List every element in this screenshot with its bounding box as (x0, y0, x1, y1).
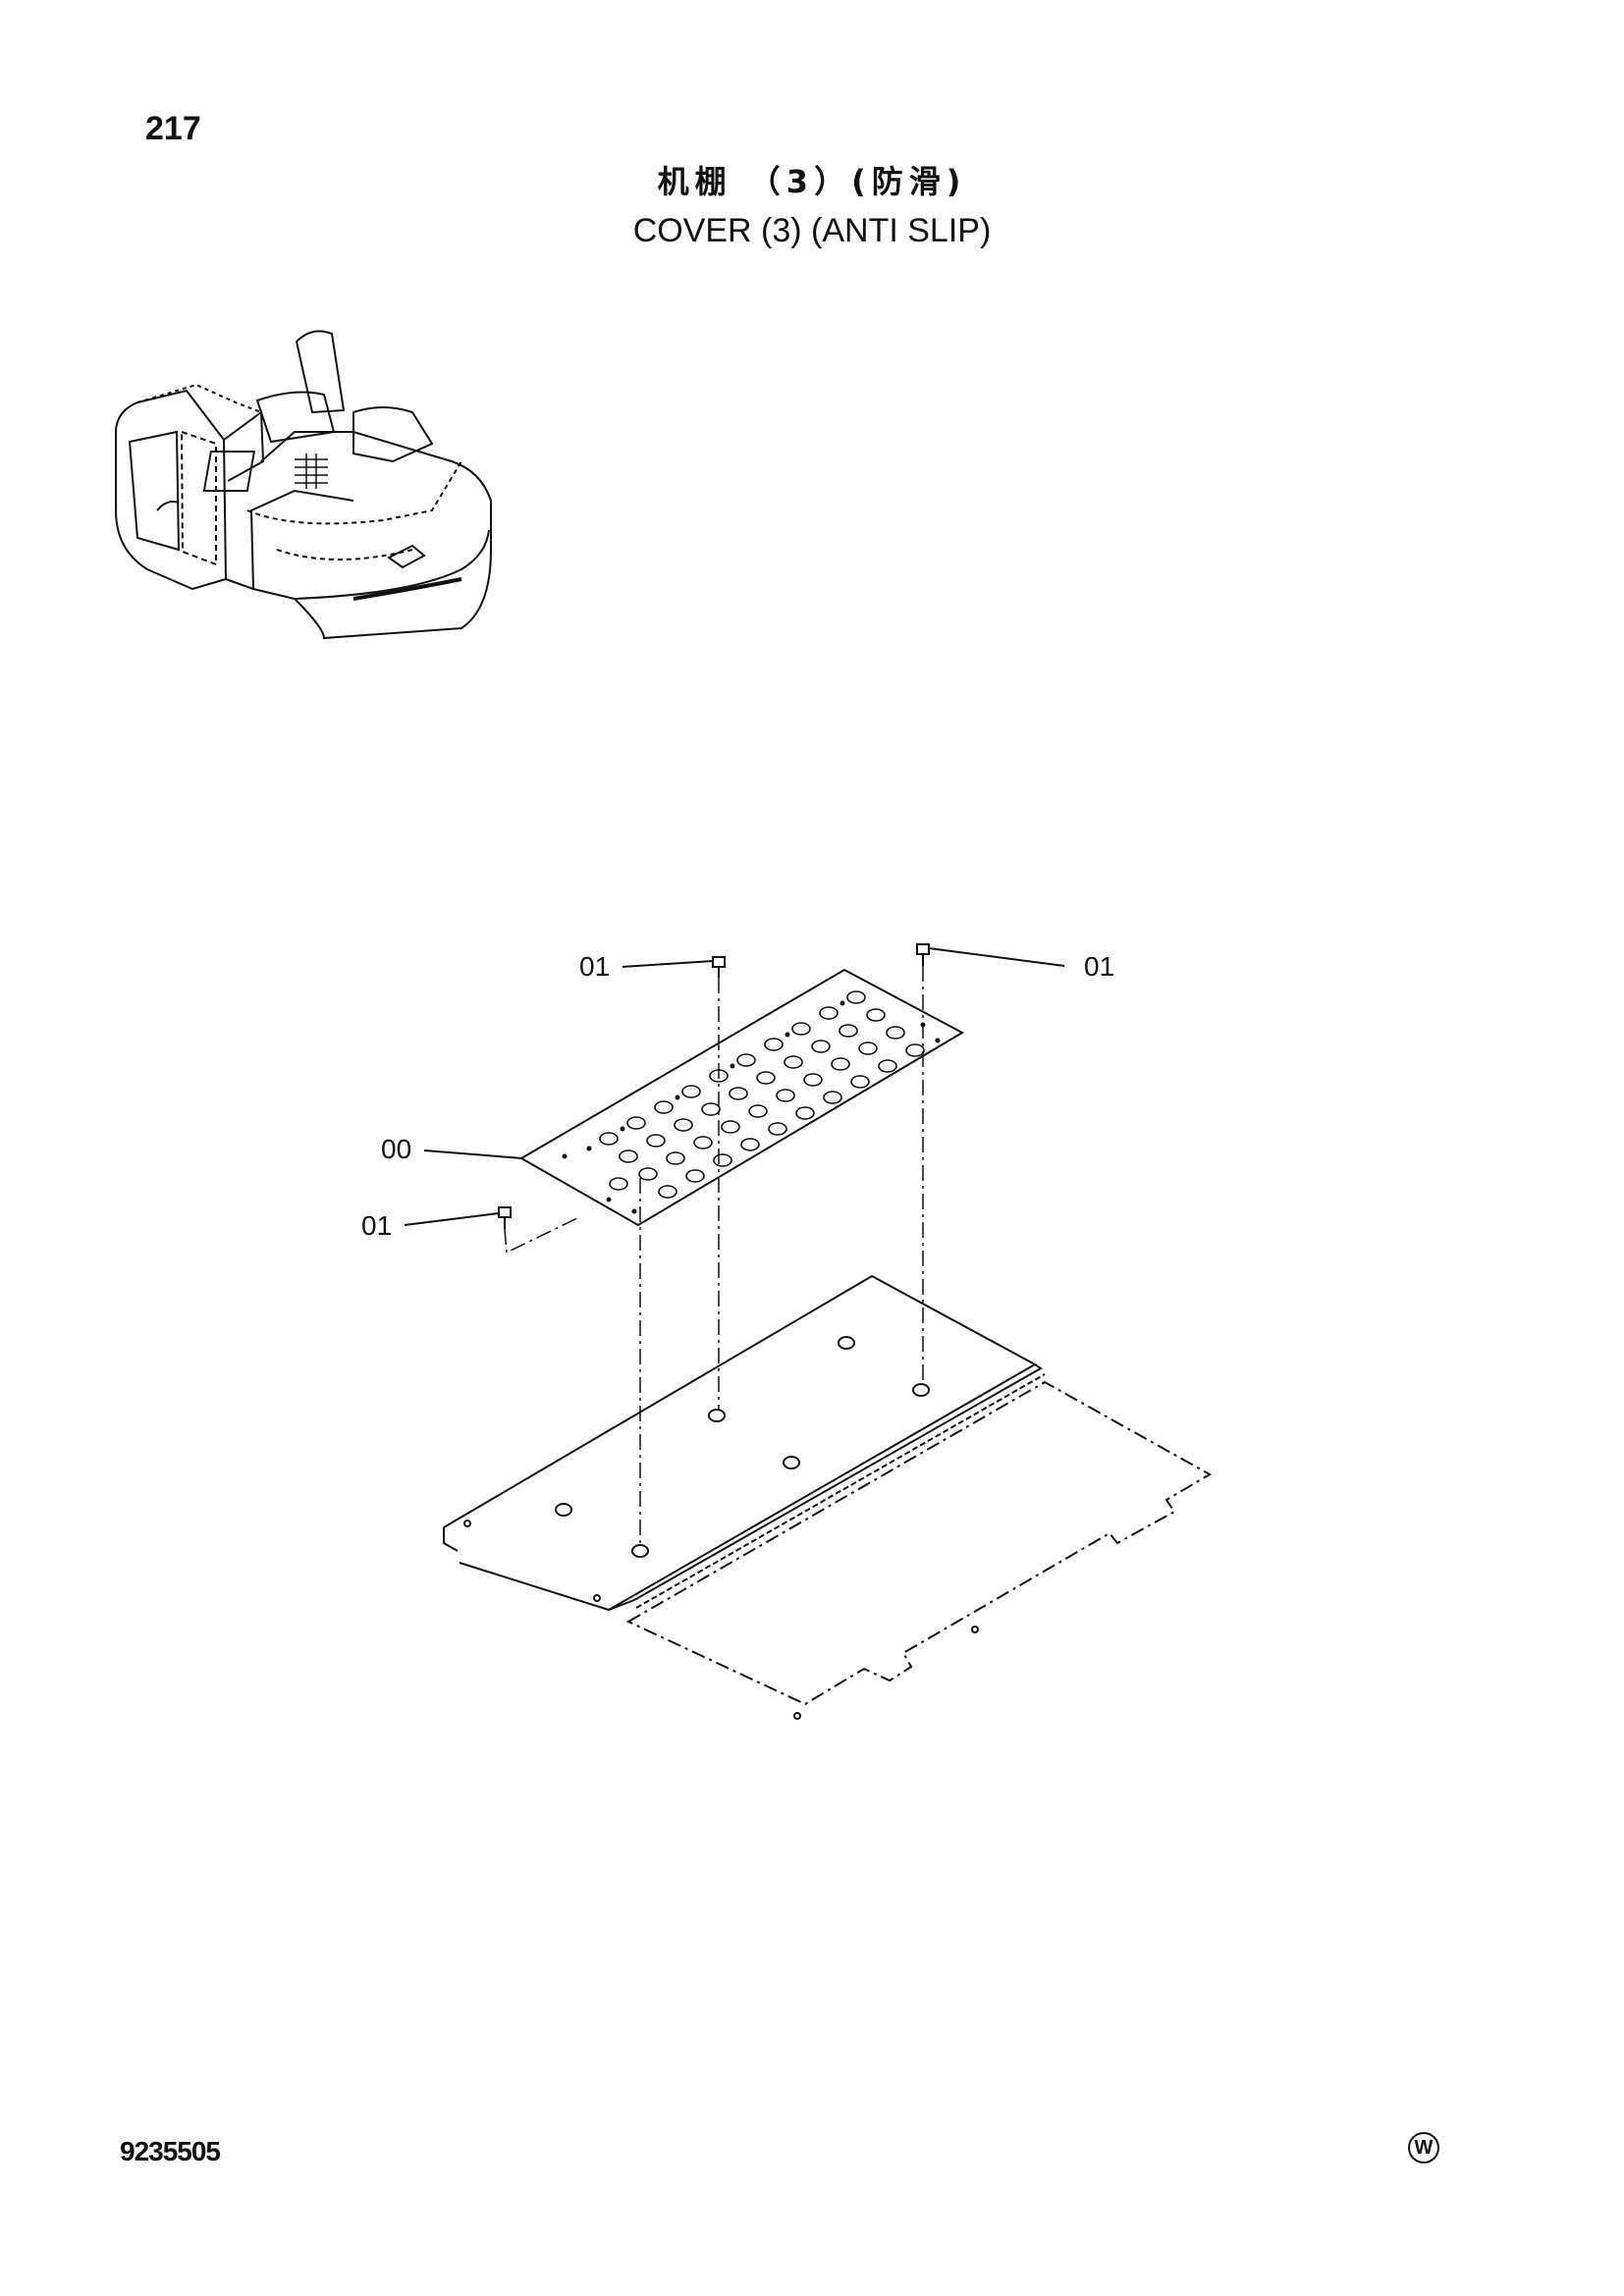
title-chinese: 机棚 （3）(防滑) (657, 163, 967, 200)
title-english: COVER (3) (ANTI SLIP) (632, 212, 992, 249)
bolt-1 (712, 956, 726, 978)
page-number: 217 (145, 110, 201, 147)
centerlines (504, 966, 924, 1545)
anti-slip-bosses (599, 990, 925, 1199)
callout-00: 00 (381, 1134, 411, 1164)
callout-01-top-right: 01 (1084, 951, 1114, 982)
w-mark-icon: W (1408, 2132, 1439, 2163)
anti-slip-plate (519, 968, 965, 1227)
plate-dots (562, 1000, 941, 1214)
callout-01-left: 01 (361, 1210, 392, 1241)
bolt-3 (498, 1206, 512, 1229)
machine-overview (115, 330, 492, 640)
leader-lines (404, 947, 1065, 1226)
callout-labels: 01 01 00 01 (361, 951, 1114, 1241)
callout-01-top-left: 01 (579, 951, 610, 982)
document-number: 9235505 (120, 2136, 221, 2166)
base-cover (443, 1274, 1213, 1720)
bolt-2 (916, 943, 930, 966)
